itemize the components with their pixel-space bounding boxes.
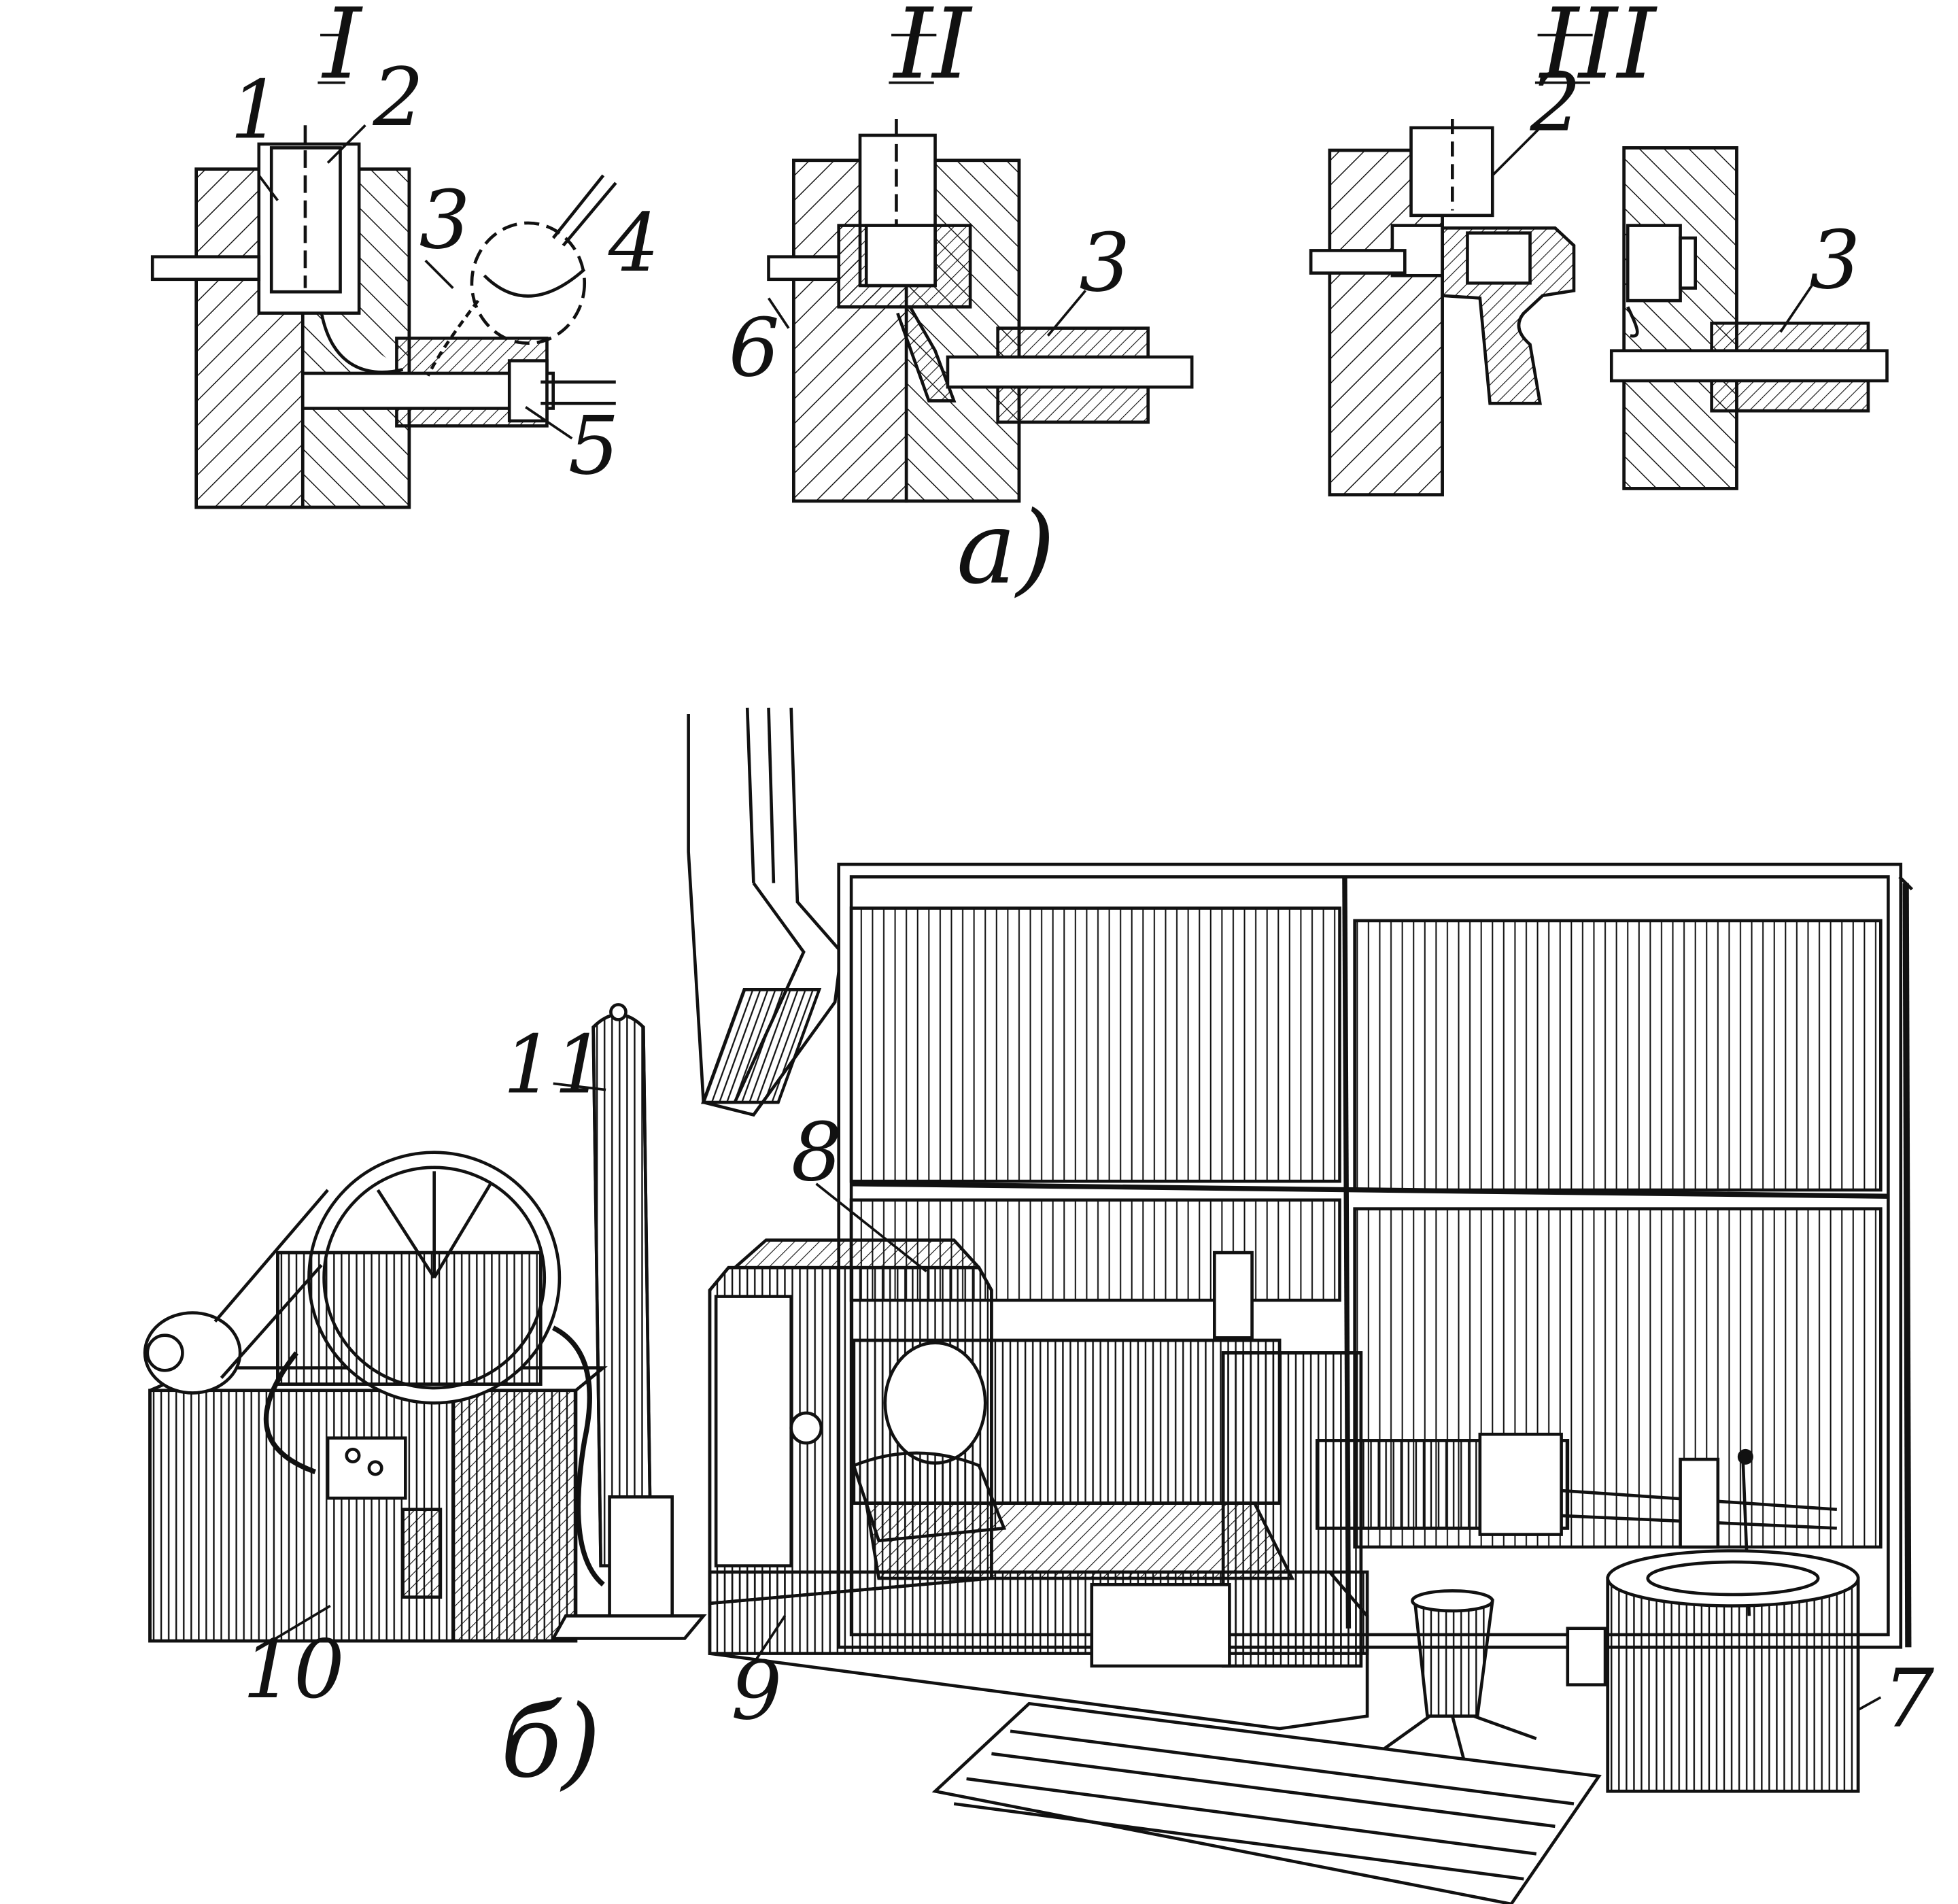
callout-5: 5: [568, 399, 619, 492]
caption-a: а): [957, 490, 1055, 607]
holding-furnace: [1566, 1549, 1860, 1793]
callout-8: 8: [791, 1106, 842, 1199]
callout-3-panel3: 3: [1809, 214, 1860, 307]
accumulator-column: [550, 1003, 707, 1640]
part-a-diagram: I II III: [150, 0, 1889, 607]
hydraulic-pump-unit: [143, 1151, 608, 1643]
ladle-stand: [1376, 1589, 1537, 1765]
callout-11: 11: [503, 1018, 605, 1111]
panel-numeral-3: III: [1538, 0, 1658, 101]
panel-3-die-left: [1309, 119, 1576, 496]
callout-3: 3: [419, 174, 470, 267]
panel-numeral-1: I: [321, 0, 364, 101]
part-b-illustration: 7 8 9 10 11 б): [143, 707, 1934, 1904]
part-a-callouts: 1 2 3 4 5 6 3 2 3: [230, 51, 1860, 492]
callout-2: 2: [372, 51, 424, 144]
part-b-leaders: [271, 1082, 1882, 1712]
callout-6: 6: [729, 302, 780, 395]
caption-b: б): [500, 1683, 600, 1800]
panel-3-die-right: [1609, 146, 1889, 490]
exhaust-hood: [687, 707, 843, 1117]
panel-2-die: [767, 119, 1194, 503]
floor-grating: [931, 1701, 1602, 1904]
panel-numeral-2: II: [892, 0, 974, 101]
injection-cylinder: [1316, 1432, 1837, 1616]
panel-numerals: I II III: [317, 0, 1658, 101]
callout-10: 10: [243, 1623, 345, 1716]
callout-2-panel3: 2: [1530, 56, 1581, 150]
panel-1-die: [150, 124, 617, 509]
callout-1: 1: [230, 64, 281, 157]
callout-7: 7: [1883, 1652, 1934, 1745]
callout-4: 4: [608, 197, 659, 290]
die-casting-machine: [708, 1238, 1369, 1731]
callout-3-panel2: 3: [1079, 216, 1130, 309]
part-b-callouts: 7 8 9 10 11: [243, 1018, 1934, 1745]
callout-9: 9: [731, 1644, 782, 1737]
